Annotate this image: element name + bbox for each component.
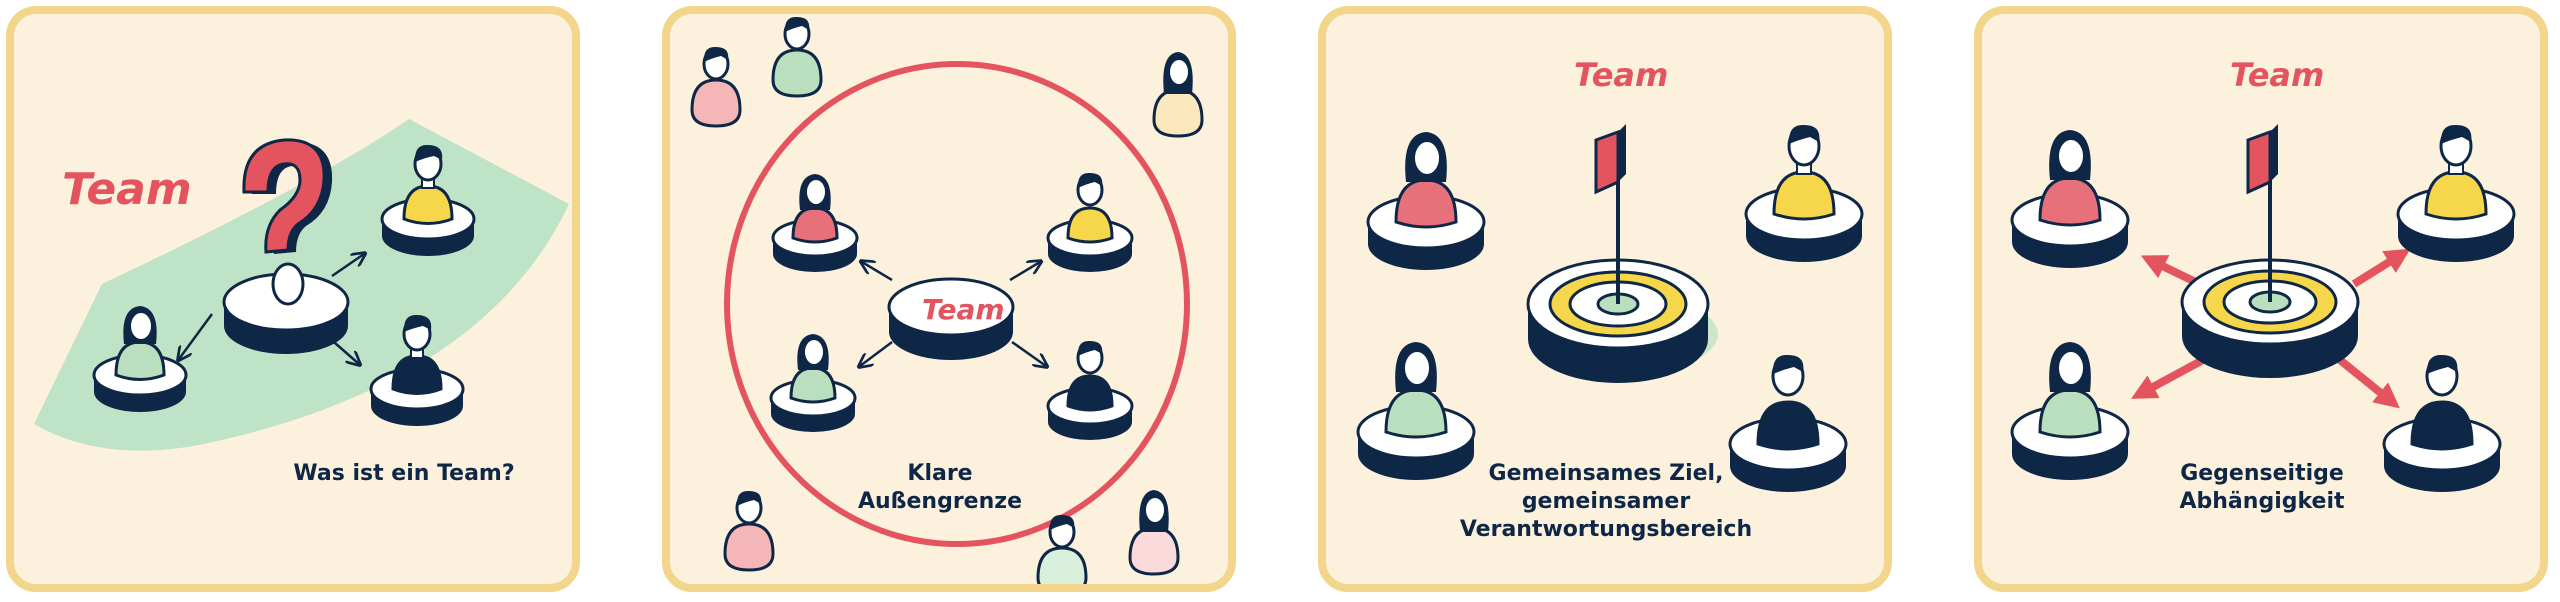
person-icon [1728, 354, 1848, 492]
person-icon [92, 306, 188, 412]
person-icon [2010, 342, 2130, 480]
arrow-icon [1009, 262, 1040, 282]
team-label: Team [1574, 56, 1668, 94]
flag-icon [1594, 124, 1626, 304]
center-pedestal [887, 277, 1015, 360]
panel-illustration: Team [690, 16, 1204, 584]
person-icon [1046, 340, 1134, 440]
person-icon [771, 16, 823, 98]
arrow-icon [860, 341, 893, 366]
person-icon [1744, 124, 1864, 262]
arrow-icon [179, 313, 214, 359]
team-label: Team [2230, 56, 2324, 94]
panel-caption: Klare Außengrenze [857, 461, 1022, 514]
person-icon [380, 144, 476, 256]
panel-caption: Gegenseitige Abhängigkeit [2179, 461, 2345, 514]
person-icon [1356, 342, 1476, 480]
person-icon [369, 314, 465, 426]
arrow-icon [1011, 340, 1046, 366]
person-icon [771, 174, 859, 272]
panel-illustration: Team [34, 119, 569, 451]
person-icon [1366, 132, 1486, 270]
panel-what-is-team: Team [6, 6, 580, 592]
person-icon [1152, 52, 1204, 138]
team-label: Team [922, 293, 1005, 326]
person-icon [723, 490, 775, 572]
arrow-icon [862, 262, 893, 282]
panel-illustration: Team [2010, 56, 2516, 492]
arrow-icon [2351, 248, 2411, 288]
team-label: Team [62, 164, 192, 215]
arrow-icon [2337, 356, 2400, 409]
arrow-icon [331, 254, 364, 278]
person-icon [769, 334, 857, 432]
person-icon [2010, 130, 2130, 268]
panel-mutual-dependence: Team [1974, 6, 2548, 592]
panel-illustration: Team [1356, 56, 1864, 492]
person-icon [690, 46, 742, 128]
panel-common-goal: Team [1318, 6, 1892, 592]
person-icon [2382, 354, 2502, 492]
question-mark-icon [242, 138, 333, 306]
person-icon [1046, 172, 1134, 272]
panel-caption: Was ist ein Team? [293, 461, 515, 486]
target-icon [2180, 258, 2360, 378]
boundary-circle [724, 61, 1190, 547]
person-icon [1036, 514, 1088, 584]
person-icon [2396, 124, 2516, 262]
panel-caption: Gemeinsames Ziel, gemeinsamer Verantwort… [1459, 461, 1753, 542]
panel-clear-boundary: Team [662, 6, 1236, 592]
person-icon [1128, 490, 1180, 576]
flag-icon [2246, 124, 2278, 302]
